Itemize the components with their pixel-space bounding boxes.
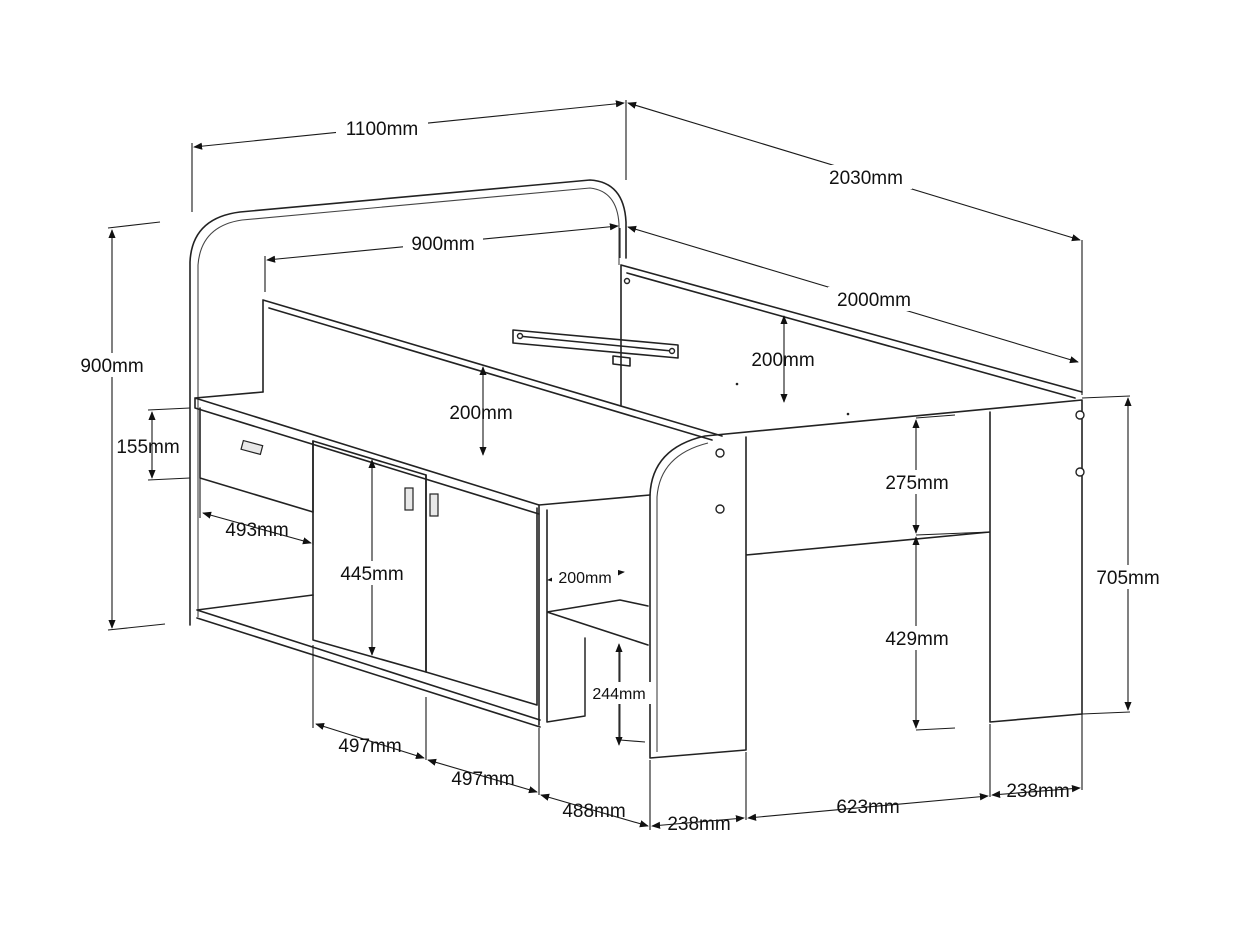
bolt-hole-icon	[715, 504, 725, 514]
label-shelf-width: 200mm	[558, 570, 611, 587]
bottom-shelf	[196, 594, 541, 728]
label-door-right: 497mm	[451, 769, 514, 790]
drawer-handle-icon	[240, 439, 264, 456]
label-shelf-height: 244mm	[592, 686, 645, 703]
back-guard	[262, 299, 723, 441]
headboard-left	[189, 179, 627, 626]
headboard-left-inner	[197, 187, 620, 617]
bolt-hole-icon	[1075, 410, 1085, 420]
label-upper-height: 275mm	[885, 473, 948, 494]
door-handle-right-icon	[429, 493, 439, 517]
desk-top	[194, 391, 651, 515]
label-leg-back: 238mm	[1006, 781, 1069, 802]
dim-line-opening-width	[747, 793, 989, 821]
label-end-height: 705mm	[1096, 568, 1159, 589]
headboard-right-inner	[656, 442, 709, 752]
label-drawer-height: 155mm	[116, 437, 179, 458]
label-shelf-unit: 488mm	[562, 801, 625, 822]
label-mattress-width: 900mm	[411, 234, 474, 255]
label-leg-front: 238mm	[667, 814, 730, 835]
bed-structure	[189, 179, 1085, 759]
bracket-screw-icon	[668, 347, 676, 355]
dim-line-drawer-width	[202, 511, 312, 545]
bracket-screw-icon	[516, 332, 524, 340]
label-mattress-length: 2000mm	[837, 290, 911, 311]
label-overall-length: 2030mm	[829, 168, 903, 189]
extension-lines	[107, 100, 1131, 830]
dot-mark	[846, 412, 850, 416]
headboard-right	[649, 399, 1083, 759]
door-handle-left-icon	[404, 487, 414, 511]
drawer-front	[199, 407, 314, 513]
label-door-left: 497mm	[338, 736, 401, 757]
bolt-hole-icon	[623, 277, 631, 285]
shelf-unit	[538, 504, 649, 726]
label-opening-height: 429mm	[885, 629, 948, 650]
door-right	[425, 474, 538, 706]
bolt-hole-icon	[1075, 467, 1085, 477]
dimension-labels: 1100mm 2030mm 900mm 2000mm 200mm 200mm 9…	[72, 116, 1168, 835]
dim-line-leg-front	[651, 815, 745, 829]
label-guard-right: 200mm	[751, 350, 814, 371]
bolt-hole-icon	[715, 448, 725, 458]
dim-line-shelf-unit	[540, 793, 649, 828]
dim-line-door-right	[427, 758, 538, 794]
dot-mark	[735, 382, 739, 386]
label-door-height: 445mm	[340, 564, 403, 585]
support-bracket-icon	[512, 329, 679, 367]
label-overall-width: 1100mm	[346, 119, 419, 140]
label-opening-width: 623mm	[836, 797, 899, 818]
label-drawer-width: 493mm	[225, 520, 288, 541]
right-guard	[620, 264, 1083, 406]
dim-line-door-left	[315, 722, 425, 760]
label-guard-left: 200mm	[449, 403, 512, 424]
label-overall-height: 900mm	[80, 356, 143, 377]
door-left	[312, 440, 427, 673]
dim-line-leg-back	[991, 785, 1081, 798]
